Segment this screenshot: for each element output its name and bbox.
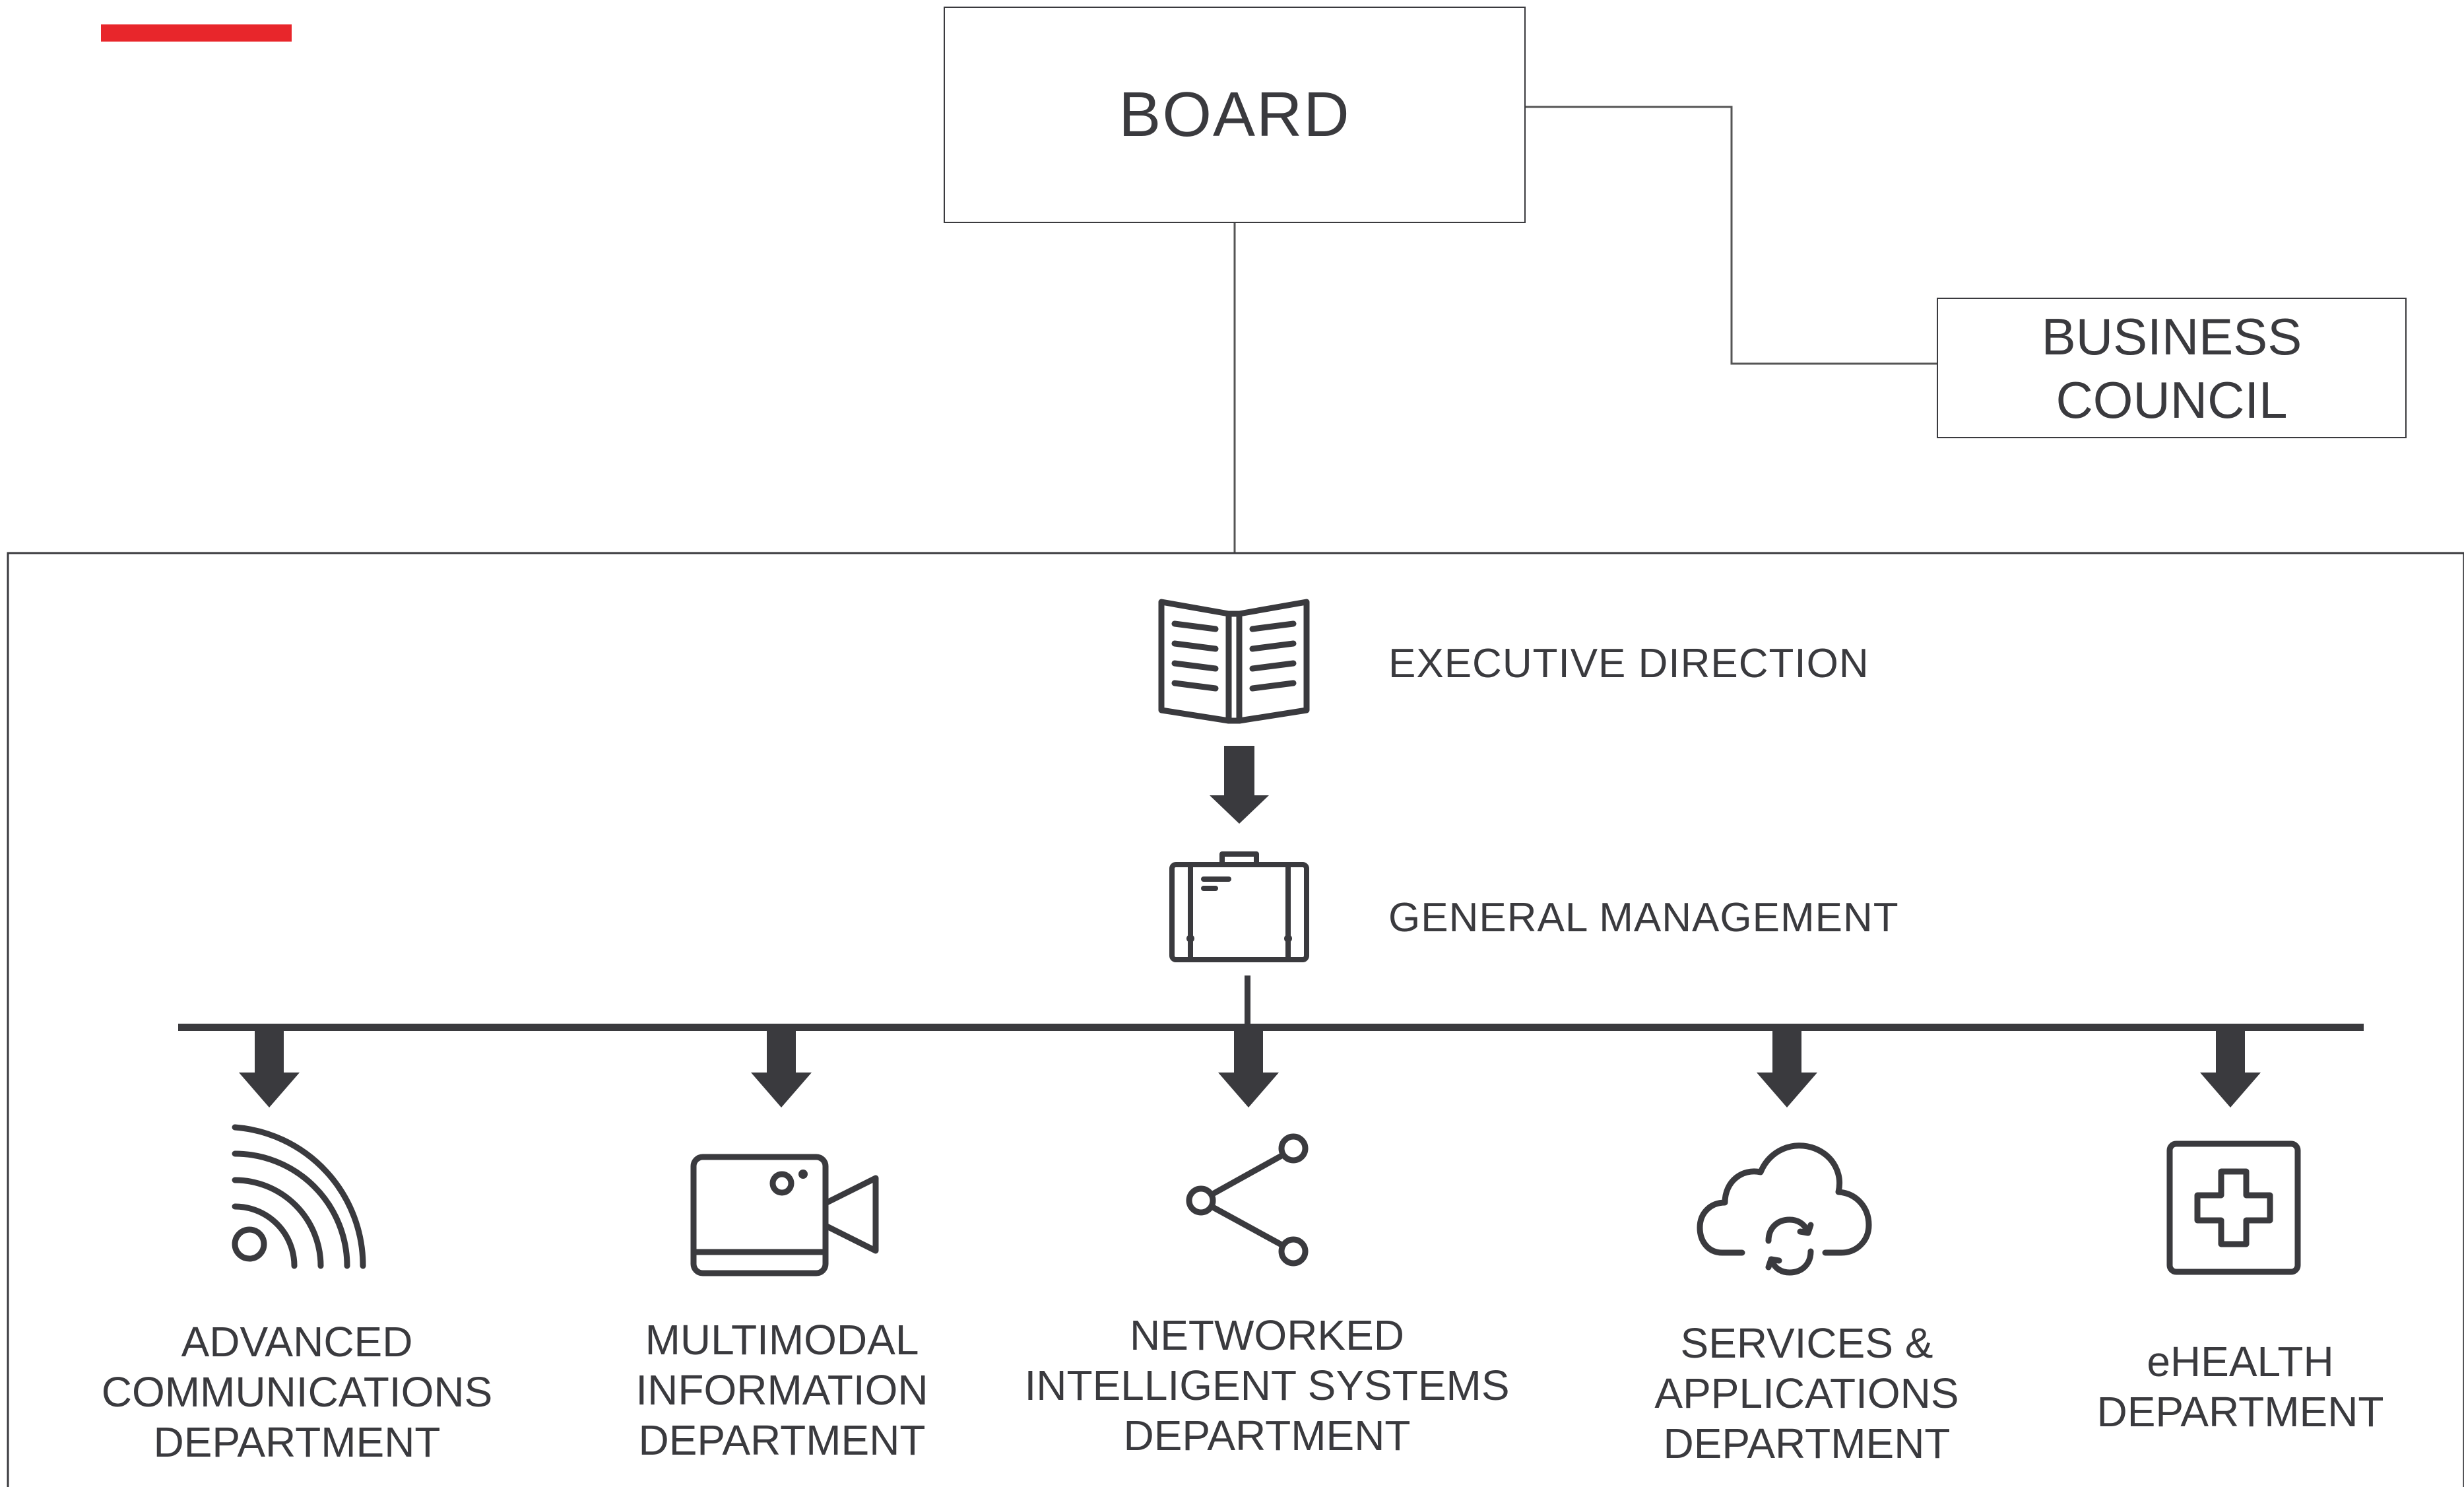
video-camera-icon [690, 1154, 879, 1276]
accent-bar [101, 24, 292, 42]
open-book-icon [1158, 599, 1310, 724]
department-label-services-applications: SERVICES & APPLICATIONS DEPARTMENT [1654, 1319, 1959, 1467]
executive-direction-label: EXECUTIVE DIRECTION [1388, 641, 1869, 686]
department-label-ehealth: eHEALTH DEPARTMENT [2096, 1338, 2384, 1436]
cloud-sync-icon [1697, 1142, 1872, 1276]
department-label-advanced-communications: ADVANCED COMMUNICATIONS DEPARTMENT [101, 1318, 493, 1466]
briefcase-icon [1169, 851, 1309, 962]
general-management-label: GENERAL MANAGEMENT [1388, 895, 1899, 941]
share-network-icon [1186, 1133, 1309, 1267]
wifi-signal-icon [232, 1124, 366, 1269]
board-box: BOARD [944, 7, 1526, 223]
department-label-networked-intelligent-systems: NETWORKED INTELLIGENT SYSTEMS DEPARTMENT [1024, 1311, 1510, 1459]
business-council-box: BUSINESS COUNCIL [1937, 298, 2407, 438]
medical-cross-icon [2166, 1140, 2301, 1275]
business-council-label-line1: BUSINESS [2041, 307, 2302, 366]
arrow-exec-to-general [1210, 746, 1269, 824]
business-council-label-line2: COUNCIL [2056, 370, 2288, 429]
department-label-multimodal-information: MULTIMODAL INFORMATION DEPARTMENT [635, 1316, 928, 1464]
department-arrows [239, 1028, 2261, 1107]
board-label: BOARD [1119, 79, 1351, 150]
